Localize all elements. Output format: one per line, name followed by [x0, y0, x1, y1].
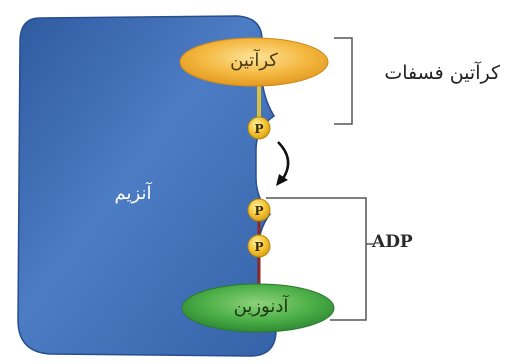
- phosphate-bottom: P: [247, 234, 271, 258]
- transfer-arrow: [277, 141, 290, 181]
- phosphate-top: P: [247, 116, 271, 140]
- phosphate-top-symbol: P: [254, 122, 263, 136]
- adp-label: ADP: [372, 232, 413, 252]
- transfer-arrow-head: [276, 174, 288, 186]
- creatine-label: کرآتین: [230, 50, 278, 71]
- adenosine-ellipse: [181, 283, 335, 333]
- adenosine-label: آدنوزین: [233, 296, 289, 317]
- creatine-phosphate-bracket: [334, 37, 353, 125]
- creatine-phosphate-label: کرآتین فسفات: [384, 62, 500, 84]
- creatine-ellipse: [179, 37, 329, 87]
- phosphate-bottom-symbol: P: [254, 240, 263, 254]
- phosphate-middle-symbol: P: [254, 204, 263, 218]
- adp-bracket: [266, 197, 367, 321]
- phosphate-middle: P: [247, 198, 271, 222]
- enzyme-label: آنزیم: [114, 183, 152, 204]
